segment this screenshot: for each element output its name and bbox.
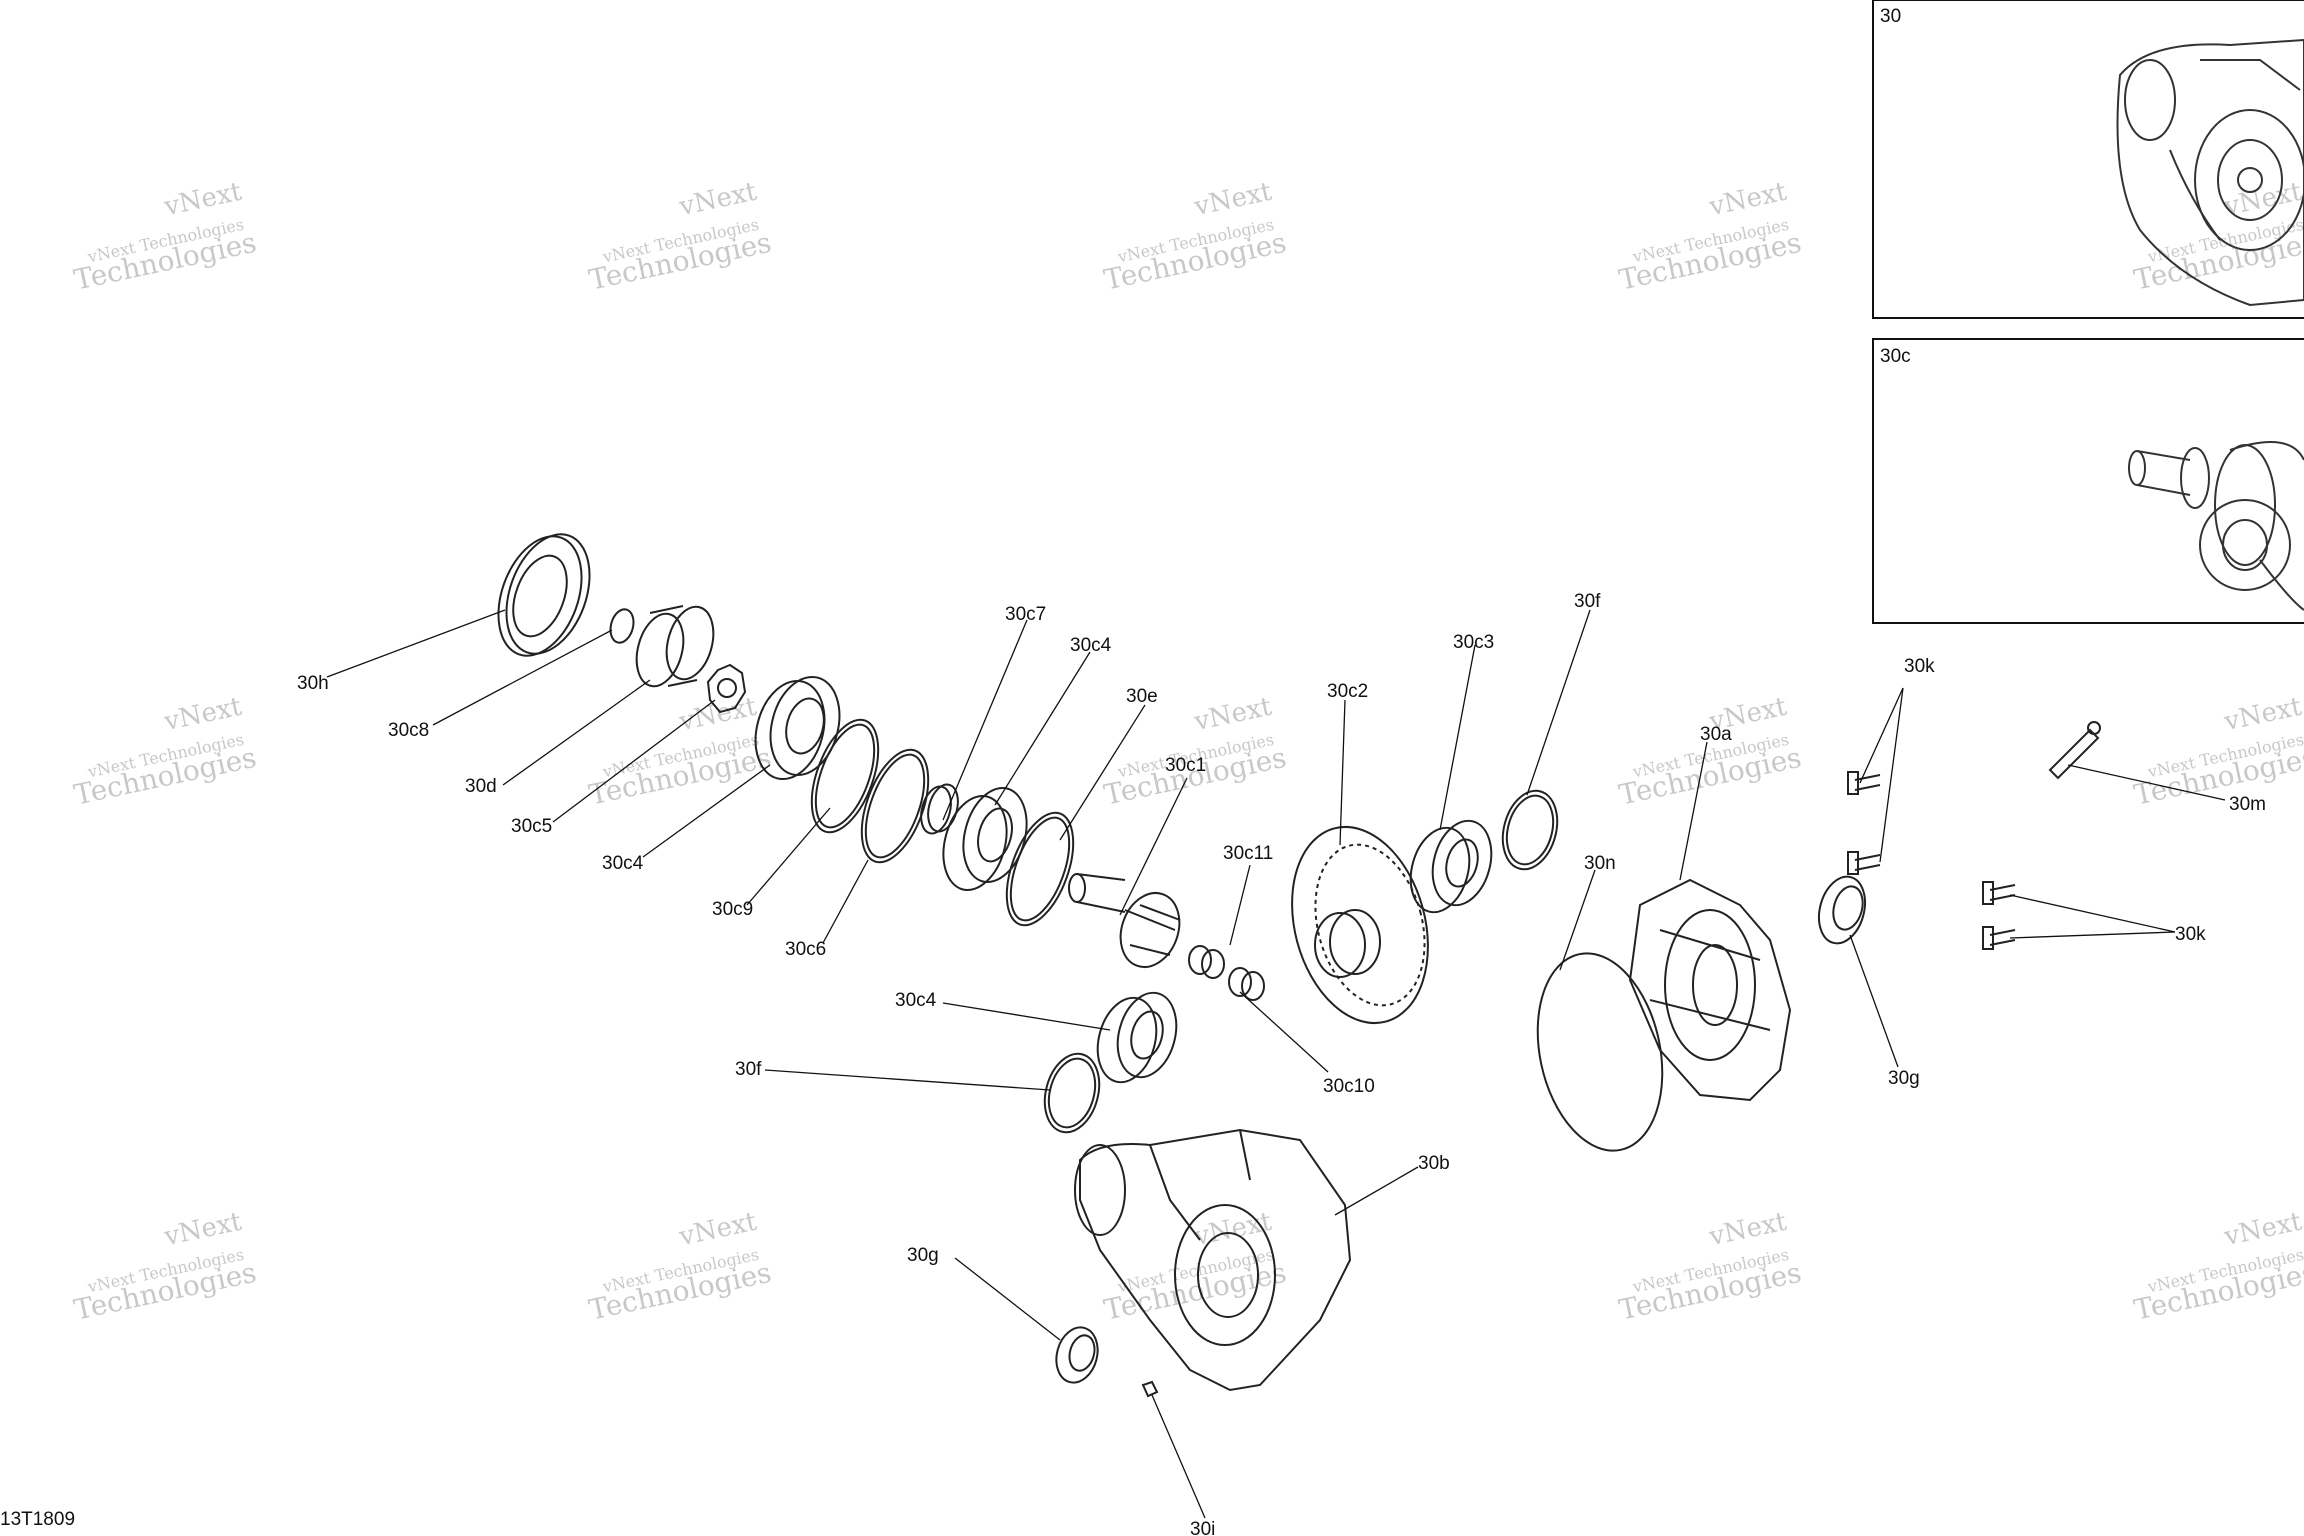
callout-30c8: 30c8 [388, 720, 429, 741]
inset-assembly-label: 30 [1880, 6, 1901, 27]
callout-30c9: 30c9 [712, 899, 753, 920]
callout-30b: 30b [1418, 1153, 1450, 1174]
callout-30c10: 30c10 [1323, 1076, 1375, 1097]
watermark-text: vNext [161, 1207, 245, 1253]
part-30f-ring-top [1501, 789, 1559, 871]
part-30b-housing [1074, 1128, 1352, 1392]
callout-30c2: 30c2 [1327, 681, 1368, 702]
callout-30m: 30m [2229, 794, 2266, 815]
callout-30h: 30h [297, 673, 329, 694]
watermark-text: vNext [676, 1207, 760, 1253]
document-id: 13T1809 [0, 1509, 76, 1530]
watermark-text: vNext [676, 177, 760, 223]
callout-30k-top: 30k [1904, 656, 1935, 677]
callout-30c6: 30c6 [785, 939, 826, 960]
part-30e-ring [1005, 811, 1075, 927]
callout-30c4-b: 30c4 [1070, 635, 1112, 656]
callout-30i: 30i [1190, 1519, 1215, 1536]
part-30c9-ring [810, 718, 880, 834]
part-30g-seal-right [1817, 875, 1867, 945]
part-30a-cover [1628, 878, 1792, 1102]
watermark-text: vNext [161, 177, 245, 223]
watermark-text: vNext [1191, 177, 1275, 223]
watermark-text: vNext [1191, 692, 1275, 738]
callout-30e: 30e [1126, 686, 1158, 707]
callout-30c5: 30c5 [511, 816, 552, 837]
part-30h-seal [497, 533, 591, 657]
part-30i-plug [1141, 1380, 1159, 1398]
callout-30f-top: 30f [1574, 591, 1601, 612]
callout-30f-low: 30f [735, 1059, 762, 1080]
callout-30g-low: 30g [907, 1245, 939, 1266]
part-30c5-nut [706, 663, 747, 714]
callout-30g-right: 30g [1888, 1068, 1920, 1089]
inset-assembly: 30 [1872, 0, 2304, 319]
part-30k-bolts [1847, 771, 2016, 950]
callout-30c1: 30c1 [1165, 755, 1206, 776]
part-30c8-ring [609, 608, 635, 644]
callout-30a: 30a [1700, 724, 1732, 745]
inset-gear-set: 30c [1872, 338, 2304, 624]
watermark-text: vNext [2221, 692, 2304, 738]
part-30f-ring-low [1043, 1052, 1101, 1134]
callout-30c7: 30c7 [1005, 604, 1046, 625]
watermark-text: vNext [161, 692, 245, 738]
leader-lines [326, 609, 2226, 1519]
callout-30c3: 30c3 [1453, 632, 1494, 653]
part-30g-seal-low [1055, 1326, 1099, 1384]
part-30c4c-bearing [1096, 991, 1178, 1084]
callout-30c4-a: 30c4 [602, 853, 644, 874]
inset-gear-label: 30c [1880, 346, 1911, 367]
callout-30c11: 30c11 [1223, 843, 1273, 864]
part-30c3-bearing [1409, 819, 1493, 914]
watermark-text: vNext [676, 692, 760, 738]
watermark-text: vNext [1706, 1207, 1790, 1253]
watermark-text: vNext [1706, 177, 1790, 223]
part-30m-breather [2048, 721, 2101, 780]
part-30d-sleeve [635, 605, 715, 688]
part-30c2-ring-gear [1291, 825, 1429, 1025]
callout-30c4-c: 30c4 [895, 990, 937, 1011]
part-30n-oring [1536, 952, 1664, 1152]
callout-labels: 30h 30c8 30d 30c5 30c4 30c9 30c6 30c7 30… [297, 591, 2266, 1536]
callout-30d: 30d [465, 776, 497, 797]
part-30c4b-bearing [942, 786, 1028, 892]
part-30c10-bushing [1228, 967, 1265, 1001]
callout-30k-right: 30k [2175, 924, 2206, 945]
watermark-text: vNext [2221, 1207, 2304, 1253]
part-30c11-bushing [1188, 945, 1225, 979]
part-30c1-pinion [1068, 873, 1181, 968]
callout-30n: 30n [1584, 853, 1616, 874]
